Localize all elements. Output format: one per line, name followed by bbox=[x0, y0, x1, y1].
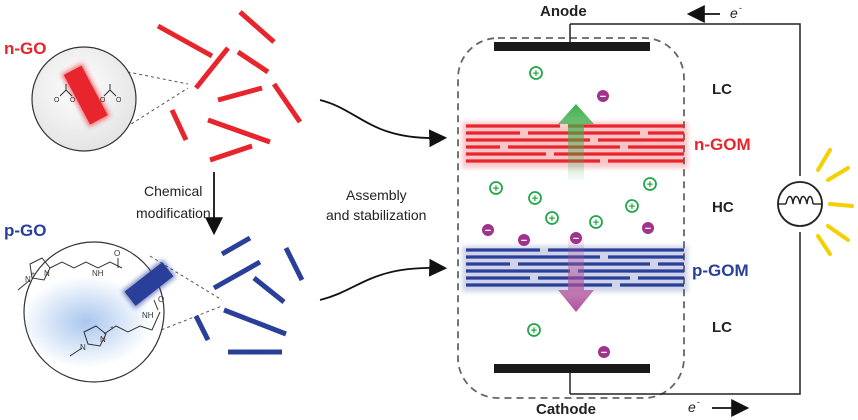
electron-label-top: e bbox=[730, 5, 738, 21]
anode-electrode bbox=[494, 42, 650, 51]
device-boundary bbox=[457, 37, 685, 399]
n-go-sheet bbox=[169, 108, 189, 142]
svg-text:+: + bbox=[549, 213, 555, 225]
svg-text:+: + bbox=[629, 201, 635, 213]
imidazolium-plus-1: + bbox=[31, 271, 35, 278]
anion: − bbox=[570, 232, 582, 245]
svg-text:+: + bbox=[647, 179, 653, 191]
anion: − bbox=[518, 234, 530, 247]
n-go-sheet bbox=[209, 143, 253, 163]
svg-text:−: − bbox=[485, 225, 491, 237]
stabilization-label: and stabilization bbox=[326, 207, 426, 223]
assembly-label: Assembly bbox=[346, 187, 407, 203]
p-go-sheet bbox=[252, 276, 286, 304]
svg-text:+: + bbox=[533, 68, 539, 80]
cation: + bbox=[489, 181, 503, 195]
p-go-zoom-circle: N N + NH O N N + NH O bbox=[17, 241, 223, 383]
n-go-sheet bbox=[217, 85, 263, 103]
chemical-label: Chemical bbox=[144, 183, 202, 199]
electron-sup-top: - bbox=[739, 3, 742, 13]
anion-flux-arrow bbox=[558, 236, 594, 312]
imidazolium-n-2: N bbox=[25, 275, 31, 284]
p-go-sheet bbox=[193, 314, 211, 342]
circuit-wire-bottom bbox=[570, 232, 801, 395]
electron-sup-bottom: - bbox=[697, 397, 700, 407]
imidazolium-plus-2: + bbox=[110, 325, 114, 332]
p-go-sheet bbox=[220, 235, 252, 257]
anion: − bbox=[482, 224, 494, 237]
cation: + bbox=[625, 199, 639, 213]
anion: − bbox=[642, 222, 654, 235]
imidazolium-n-3: N bbox=[100, 335, 106, 344]
imidazolium-n-4: N bbox=[80, 343, 86, 352]
svg-text:+: + bbox=[531, 325, 537, 337]
cation: + bbox=[545, 211, 559, 225]
p-go-label: p-GO bbox=[4, 221, 47, 240]
anion: − bbox=[597, 90, 609, 103]
svg-text:−: − bbox=[521, 235, 527, 247]
electron-label-bottom: e bbox=[688, 399, 696, 415]
anode-label: Anode bbox=[540, 3, 587, 20]
cation: + bbox=[589, 215, 603, 229]
lc-label-bottom: LC bbox=[712, 319, 732, 336]
cation: + bbox=[529, 66, 543, 80]
svg-text:−: − bbox=[601, 347, 607, 359]
svg-text:+: + bbox=[593, 217, 599, 229]
hc-label: HC bbox=[712, 199, 734, 216]
p-go-sheet bbox=[223, 307, 287, 337]
amide-nh-1: NH bbox=[92, 269, 104, 278]
carboxylate-o-right-2: O bbox=[116, 97, 122, 104]
n-go-sheet bbox=[194, 46, 230, 90]
svg-text:−: − bbox=[645, 223, 651, 235]
cation-flux-arrow bbox=[558, 104, 594, 180]
carboxylate-o-left: O bbox=[54, 97, 60, 104]
light-rays bbox=[816, 148, 854, 256]
cation: + bbox=[527, 323, 541, 337]
modification-label: modification bbox=[136, 205, 211, 221]
svg-text:+: + bbox=[532, 193, 538, 205]
n-go-sheet bbox=[238, 10, 276, 44]
svg-text:+: + bbox=[493, 183, 499, 195]
imidazolium-n-1: N bbox=[44, 269, 50, 278]
cation: + bbox=[643, 177, 657, 191]
cathode-label: Cathode bbox=[536, 401, 596, 418]
cation: + bbox=[528, 191, 542, 205]
cathode-electrode bbox=[494, 364, 650, 373]
circuit-wire-top bbox=[570, 23, 801, 176]
anion: − bbox=[598, 346, 610, 359]
n-go-sheet bbox=[271, 82, 303, 124]
ions: + − + + + + + + − − − − + − bbox=[482, 66, 657, 359]
p-gom-label: p-GOM bbox=[692, 261, 749, 280]
carboxylate-o-right: O bbox=[100, 97, 106, 104]
svg-text:−: − bbox=[600, 91, 606, 103]
n-go-sheets bbox=[156, 10, 303, 163]
n-go-sheet bbox=[207, 117, 271, 145]
lc-label-top: LC bbox=[712, 81, 732, 98]
carbonyl-o-1: O bbox=[114, 249, 120, 258]
assembly-arrow-bottom bbox=[319, 258, 448, 301]
p-go-sheet bbox=[212, 259, 262, 291]
n-go-sheet bbox=[236, 49, 270, 75]
svg-text:−: − bbox=[573, 233, 579, 245]
p-go-sheet bbox=[283, 246, 305, 282]
n-go-label: n-GO bbox=[4, 39, 47, 58]
n-gom-label: n-GOM bbox=[694, 135, 751, 154]
assembly-arrow-top bbox=[319, 99, 448, 148]
amide-nh-2: NH bbox=[142, 311, 154, 320]
n-go-zoom-circle: O O O O bbox=[31, 46, 189, 152]
p-go-sheets bbox=[193, 235, 305, 355]
carbonyl-o-2: O bbox=[158, 295, 164, 304]
light-bulb-icon bbox=[777, 148, 854, 256]
carboxylate-o-left-2: O bbox=[70, 97, 76, 104]
n-go-sheet bbox=[156, 23, 214, 59]
